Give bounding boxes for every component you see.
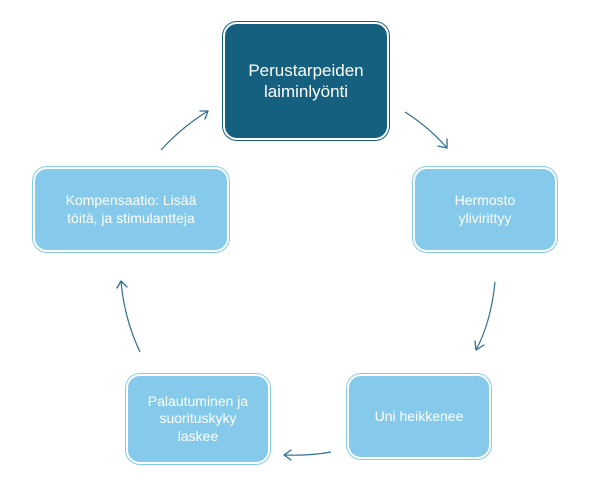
node-palautuminen-laskee: Palautuminen ja suorituskyky laskee [126, 374, 270, 464]
node-label: Palautuminen ja suorituskyky laskee [148, 393, 248, 446]
node-label-line: Perustarpeiden [248, 60, 364, 80]
node-label-line: laskee [177, 427, 219, 444]
node-label-line: laiminlyönti [263, 82, 349, 101]
node-label: Perustarpeiden laiminlyönti [248, 60, 363, 103]
node-label-line: Palautuminen ja [147, 392, 249, 409]
node-hermosto-ylivirittyy: Hermosto ylivirittyy [413, 167, 557, 252]
arrow-bottom-left-to-left [116, 280, 141, 353]
arrow-top-to-right [404, 111, 448, 149]
node-label-line: Kompensaatio: Lisää [65, 192, 197, 208]
arrow-left-to-top [160, 110, 209, 151]
node-label-line: Uni heikkenee [374, 407, 464, 424]
node-label: Kompensaatio: Lisää töitä, ja stimulantt… [66, 192, 197, 227]
arrow-right-to-bottom-right [474, 281, 496, 351]
node-perustarpeiden-laiminlyonti: Perustarpeiden laiminlyönti [223, 22, 389, 140]
arrow-bottom-right-to-bottom-left [283, 449, 332, 461]
node-label: Hermosto ylivirittyy [455, 192, 516, 227]
node-uni-heikkenee: Uni heikkenee [347, 374, 491, 459]
node-label: Uni heikkenee [375, 408, 464, 426]
node-label-line: Hermosto [454, 192, 516, 208]
node-kompensaatio: Kompensaatio: Lisää töitä, ja stimulantt… [33, 167, 229, 252]
node-label-line: töitä, ja stimulantteja [67, 209, 195, 226]
node-label-line: ylivirittyy [458, 209, 512, 226]
node-label-line: suorituskyky [159, 410, 237, 427]
